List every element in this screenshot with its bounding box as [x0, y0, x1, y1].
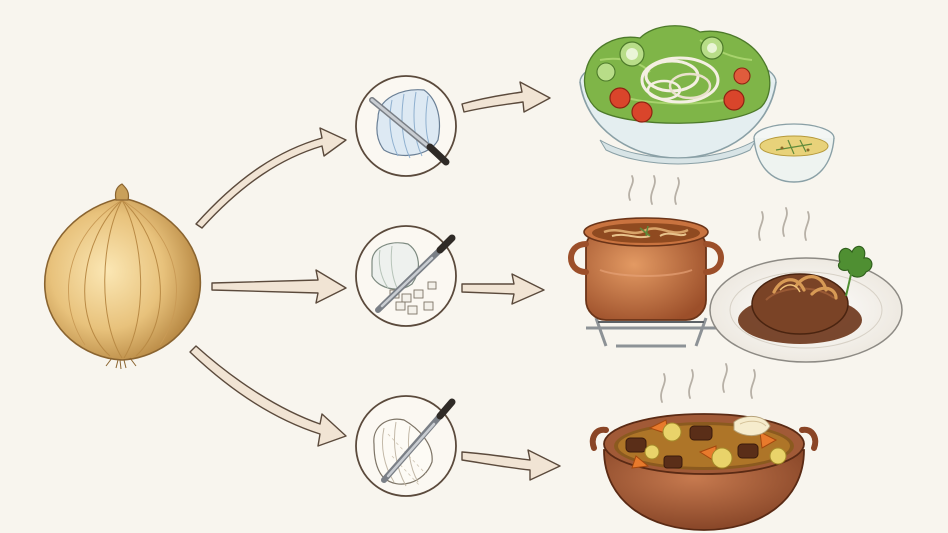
wedge-cut-onion-knife-icon	[355, 395, 457, 497]
arrow-to-wedge	[189, 345, 347, 447]
arrow-to-dice	[211, 269, 347, 304]
arrow-to-salad	[461, 81, 551, 113]
whole-onion-icon	[44, 183, 202, 370]
sliced-onion-knife-icon	[355, 75, 457, 177]
diced-onion-knife-icon	[355, 225, 457, 327]
arrow-to-stew	[461, 449, 561, 481]
stew-pot-icon	[589, 363, 819, 531]
hamburg-steak-plate-icon	[709, 207, 903, 363]
dressing-cup-icon	[753, 123, 835, 183]
soup-pot-icon	[568, 175, 724, 348]
parsley-icon	[837, 245, 873, 297]
arrow-to-soup	[461, 273, 545, 305]
salad-bowl-icon	[579, 25, 777, 165]
arrow-to-slice	[195, 127, 347, 229]
